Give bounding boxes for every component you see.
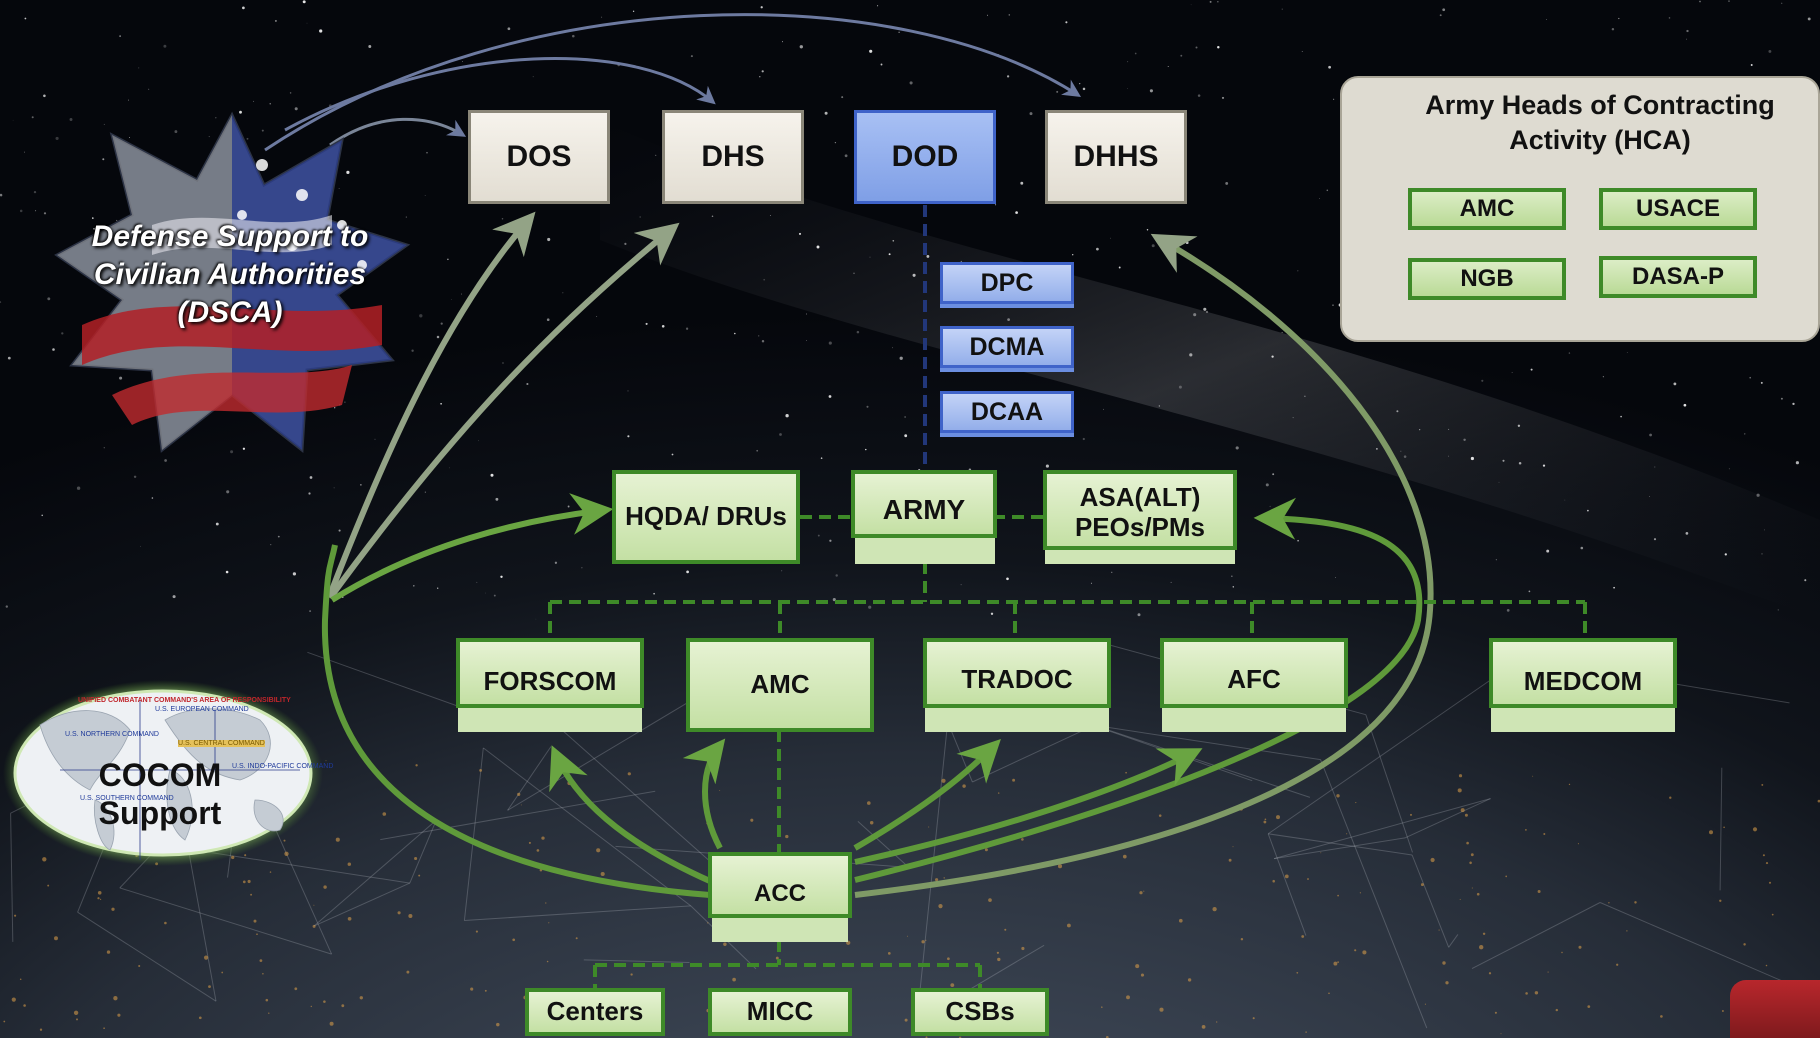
command-afc[interactable]: AFC — [1160, 638, 1348, 708]
dsca-label: Defense Support to Civilian Authorities … — [91, 220, 369, 330]
hca-item-amc[interactable]: AMC — [1408, 188, 1566, 230]
command-tradoc[interactable]: TRADOC — [923, 638, 1111, 708]
hca-item-dasa-p[interactable]: DASA-P — [1599, 256, 1757, 298]
map-banner-label: UNIFIED COMBATANT COMMAND'S AREA OF RESP… — [78, 697, 291, 704]
hca-title: Army Heads of Contracting Activity (HCA) — [1425, 90, 1775, 155]
acc-child-csbs[interactable]: CSBs — [911, 988, 1049, 1036]
army-box[interactable]: ARMY — [851, 470, 997, 538]
hca-item-usace[interactable]: USACE — [1599, 188, 1757, 230]
map-northern-label: U.S. NORTHERN COMMAND — [65, 731, 159, 738]
dod-component-dcaa[interactable]: DCAA — [940, 391, 1074, 433]
agency-dhhs[interactable]: DHHS — [1045, 110, 1187, 204]
map-central-label: U.S. CENTRAL COMMAND — [178, 740, 265, 747]
cocom-label: COCOM Support — [98, 757, 222, 832]
army-box-tab — [855, 536, 995, 564]
agency-dod[interactable]: DOD — [854, 110, 996, 204]
dsca-seal — [54, 111, 411, 453]
dod-component-dpc[interactable]: DPC — [940, 262, 1074, 304]
agency-dhs[interactable]: DHS — [662, 110, 804, 204]
command-medcom[interactable]: MEDCOM — [1489, 638, 1677, 708]
map-southern-label: U.S. SOUTHERN COMMAND — [80, 795, 174, 802]
dod-component-dcma[interactable]: DCMA — [940, 326, 1074, 368]
hqda-drus-box[interactable]: HQDA/ DRUs — [612, 470, 800, 564]
agency-dos[interactable]: DOS — [468, 110, 610, 204]
command-forscom[interactable]: FORSCOM — [456, 638, 644, 708]
acc-child-centers[interactable]: Centers — [525, 988, 665, 1036]
asa-alt-box[interactable]: ASA(ALT) PEOs/PMs — [1043, 470, 1237, 550]
command-amc[interactable]: AMC — [686, 638, 874, 732]
hca-item-ngb[interactable]: NGB — [1408, 258, 1566, 300]
map-european-label: U.S. EUROPEAN COMMAND — [155, 706, 249, 713]
acc-box[interactable]: ACC — [708, 852, 852, 918]
map-indopacific-label: U.S. INDO-PACIFIC COMMAND — [232, 763, 334, 770]
corner-tab — [1730, 980, 1820, 1038]
acc-child-micc[interactable]: MICC — [708, 988, 852, 1036]
